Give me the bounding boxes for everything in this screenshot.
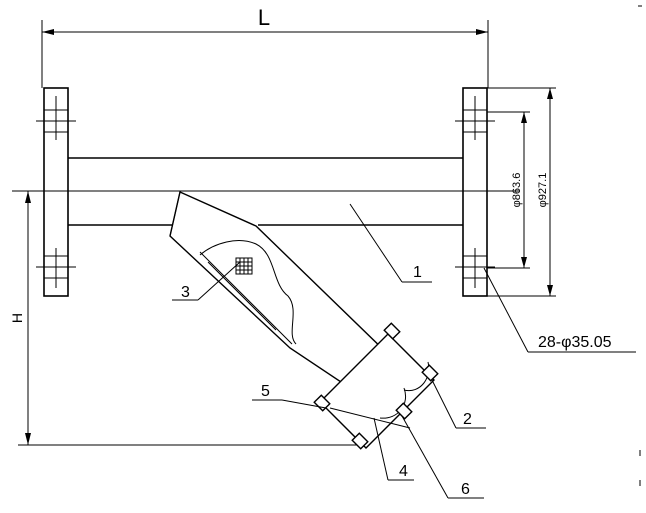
- inner-diameter-dimension: φ863.6: [487, 111, 530, 269]
- strainer-leg: [169, 191, 391, 393]
- outer-diameter-label: φ927.1: [537, 173, 549, 208]
- height-label: H: [9, 313, 25, 323]
- bolt-holes-callout: 28-φ35.05: [483, 267, 636, 353]
- screen-mesh: [235, 257, 253, 275]
- part-leaders: 1 2 3 4 5 6: [172, 203, 486, 499]
- right-flange: [455, 87, 495, 297]
- left-flange: [36, 87, 76, 297]
- length-label: L: [258, 5, 270, 30]
- part-label-1: 1: [413, 264, 422, 281]
- bolt-holes-label: 28-φ35.05: [538, 334, 612, 351]
- part-label-4: 4: [399, 463, 408, 480]
- edge-marks: [638, 5, 642, 486]
- outer-diameter-dimension: φ927.1: [487, 87, 556, 297]
- main-body: [12, 157, 520, 226]
- part-label-2: 2: [463, 411, 472, 428]
- height-dimension: H: [9, 191, 358, 446]
- length-dimension: L: [41, 5, 489, 88]
- part-label-5: 5: [261, 383, 270, 400]
- part-label-3: 3: [181, 284, 190, 301]
- cover-bolts: [313, 322, 439, 450]
- inner-diameter-label: φ863.6: [511, 173, 523, 208]
- part-label-6: 6: [461, 481, 470, 498]
